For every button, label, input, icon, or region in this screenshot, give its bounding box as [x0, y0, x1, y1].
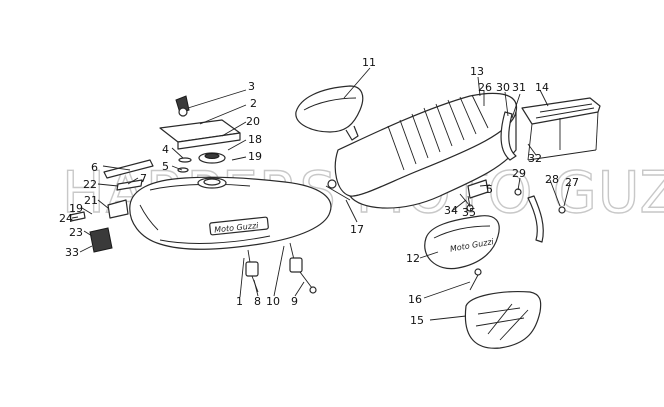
- callout-22: 22: [83, 178, 97, 191]
- callout-27: 27: [565, 176, 579, 189]
- callout-1: 1: [236, 295, 243, 308]
- side-cover-bolt: [469, 268, 482, 291]
- fuel-tap-right: [289, 242, 317, 294]
- fuel-tap-left: [245, 249, 259, 293]
- callout-10: 10: [266, 295, 280, 308]
- callout-12: 12: [406, 252, 420, 265]
- callout-21: 21: [84, 194, 98, 207]
- callout-33: 33: [65, 246, 79, 259]
- callout-5-right: 5: [486, 183, 493, 196]
- callout-2: 2: [250, 97, 257, 110]
- leader-lines: [71, 67, 571, 321]
- callout-8: 8: [254, 295, 261, 308]
- fuel-cap-assembly: [159, 95, 241, 173]
- callout-26: 26: [478, 81, 492, 94]
- callout-14: 14: [535, 81, 549, 94]
- callout-35: 35: [462, 206, 476, 219]
- callout-19-top: 19: [248, 150, 262, 163]
- callout-34: 34: [444, 204, 458, 217]
- callout-16: 16: [408, 293, 422, 306]
- callout-18: 18: [248, 133, 262, 146]
- fuel-tank: Moto Guzzi: [129, 176, 332, 250]
- callout-30: 30: [496, 81, 510, 94]
- grab-handle: [500, 111, 517, 161]
- callout-31: 31: [512, 81, 526, 94]
- callout-24: 24: [59, 212, 73, 225]
- luggage-rack: [521, 97, 601, 161]
- callout-19-left: 19: [69, 202, 83, 215]
- callout-11: 11: [362, 56, 376, 69]
- right-side-cover: Moto Guzzi: [424, 215, 500, 270]
- rear-bracket: [514, 188, 566, 243]
- callout-23: 23: [69, 226, 83, 239]
- tank-emblem-strip: [103, 159, 154, 191]
- callout-4: 4: [162, 143, 169, 156]
- seat-latch: [459, 179, 489, 212]
- callout-9: 9: [291, 295, 298, 308]
- left-side-cover: [295, 85, 364, 141]
- callout-17: 17: [350, 223, 364, 236]
- tool-bag: [464, 291, 542, 349]
- callout-15: 15: [410, 314, 424, 327]
- seat: [325, 92, 518, 209]
- callout-20: 20: [246, 115, 260, 128]
- callout-labels: 3 2 20 18 19 4 5 6 7 22 21 19 24 23 33 1…: [59, 56, 579, 327]
- callout-3: 3: [248, 80, 255, 93]
- callout-6: 6: [91, 161, 98, 174]
- callout-32: 32: [528, 152, 542, 165]
- callout-28: 28: [545, 173, 559, 186]
- callout-29: 29: [512, 167, 526, 180]
- callout-7: 7: [140, 172, 147, 185]
- callout-13: 13: [470, 65, 484, 78]
- callout-5-left: 5: [162, 160, 169, 173]
- tank-knee-pad: [69, 199, 129, 253]
